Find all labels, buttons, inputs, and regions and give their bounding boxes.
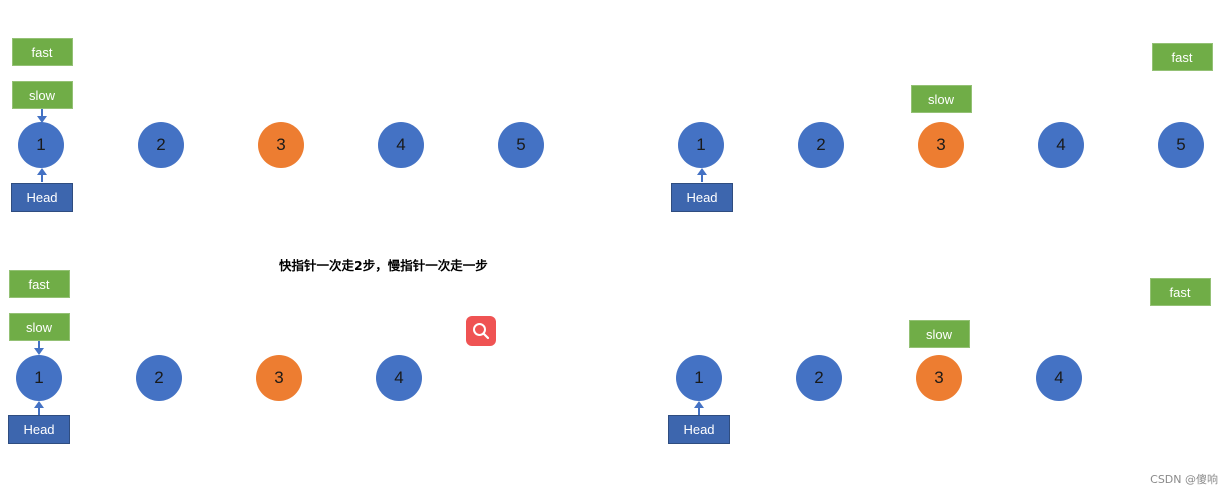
list-node-2: 2 (796, 355, 842, 401)
head-pointer-label: Head (8, 414, 70, 444)
fast-pointer-label: fast (11, 38, 73, 66)
fast-pointer-label: fast (1151, 43, 1213, 71)
head-arrow-icon (33, 401, 45, 415)
head-arrow-icon (693, 401, 705, 415)
list-node-1: 1 (18, 122, 64, 168)
list-node-2: 2 (136, 355, 182, 401)
slow-pointer-label: slow (11, 81, 73, 109)
slow-arrow-icon (33, 341, 45, 355)
list-node-3: 3 (916, 355, 962, 401)
slow-pointer-label: slow (8, 313, 70, 341)
list-node-4: 4 (378, 122, 424, 168)
head-pointer-label: Head (668, 414, 730, 444)
list-node-4: 4 (1036, 355, 1082, 401)
list-node-3: 3 (256, 355, 302, 401)
head-arrow-icon (696, 168, 708, 182)
list-node-2: 2 (798, 122, 844, 168)
slow-arrow-icon (36, 109, 48, 123)
head-arrow-icon (36, 168, 48, 182)
list-node-5: 5 (498, 122, 544, 168)
list-node-1: 1 (16, 355, 62, 401)
slow-pointer-label: slow (910, 85, 972, 113)
list-node-4: 4 (376, 355, 422, 401)
fast-pointer-label: fast (1149, 278, 1211, 306)
list-node-5: 5 (1158, 122, 1204, 168)
list-node-4: 4 (1038, 122, 1084, 168)
list-node-3: 3 (918, 122, 964, 168)
search-button[interactable] (466, 316, 496, 346)
fast-pointer-label: fast (8, 270, 70, 298)
list-node-3: 3 (258, 122, 304, 168)
slow-pointer-label: slow (908, 320, 970, 348)
head-pointer-label: Head (11, 182, 73, 212)
list-node-1: 1 (676, 355, 722, 401)
magnifier-icon (473, 323, 490, 340)
caption: 快指针一次走2步，慢指针一次走一步 (279, 258, 488, 273)
head-pointer-label: Head (671, 182, 733, 212)
watermark: CSDN @傻响 (1150, 473, 1218, 486)
list-node-2: 2 (138, 122, 184, 168)
list-node-1: 1 (678, 122, 724, 168)
